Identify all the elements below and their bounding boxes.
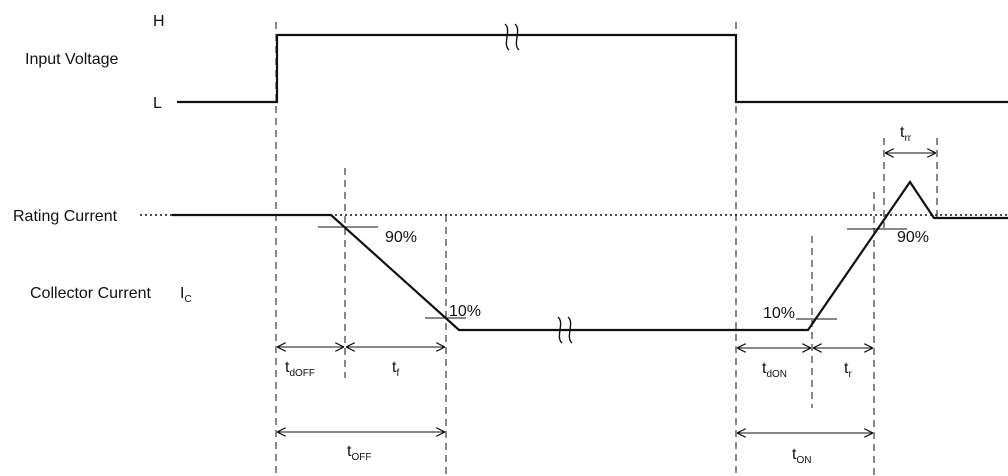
- input-voltage-waveform: [177, 33, 1008, 104]
- ton-label: tON: [792, 446, 811, 466]
- tdoff-label: tdOFF: [285, 359, 315, 379]
- high-level-label: H: [153, 13, 165, 30]
- input-voltage-label: Input Voltage: [25, 51, 119, 68]
- rise-90pct-label: 90%: [897, 229, 929, 246]
- tf-label: tf: [392, 359, 399, 379]
- fall-10pct-label: 10%: [449, 303, 481, 320]
- collector-current-waveform: [172, 180, 1008, 332]
- rating-current-label: Rating Current: [13, 208, 118, 225]
- trr-label: trr: [900, 124, 912, 144]
- tdon-label: tdON: [762, 360, 787, 380]
- ic-symbol-label: IC: [180, 285, 192, 305]
- rise-10pct-label: 10%: [763, 305, 795, 322]
- fall-90pct-label: 90%: [385, 229, 417, 246]
- low-level-label: L: [153, 95, 162, 112]
- toff-label: tOFF: [347, 443, 371, 463]
- tr-label: tr: [844, 360, 852, 380]
- current-break-mark: [557, 316, 573, 344]
- collector-current-label: Collector Current: [30, 285, 151, 302]
- voltage-break-mark: [504, 23, 520, 51]
